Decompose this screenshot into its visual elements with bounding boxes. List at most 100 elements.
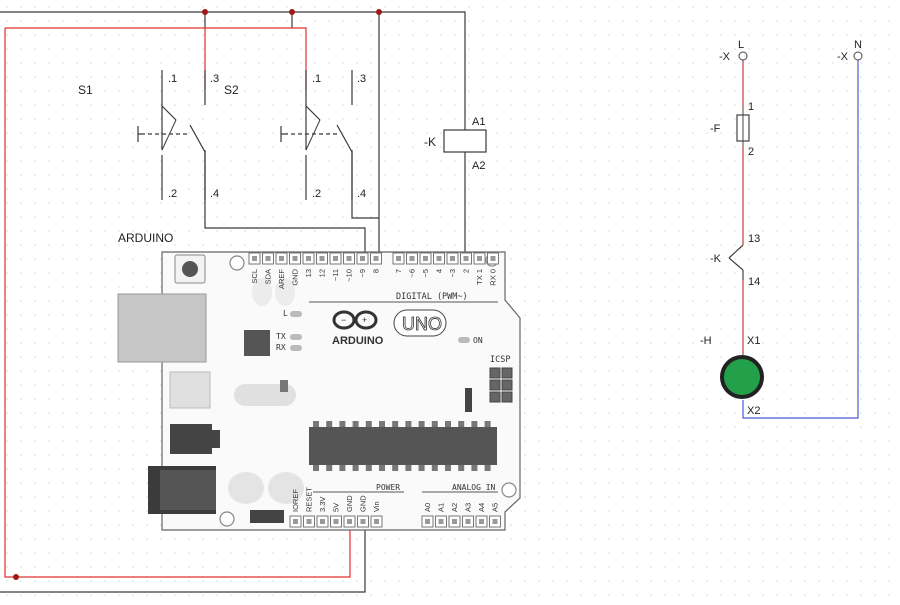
pin-label: A1	[437, 503, 446, 512]
capacitor	[268, 472, 304, 504]
mcu-pin	[326, 465, 333, 471]
icsp-pin	[501, 391, 513, 403]
uno-text: UNO	[402, 314, 442, 334]
silk-decor	[275, 278, 295, 306]
pin-label: ~5	[421, 269, 430, 278]
mcu-pin	[379, 465, 385, 471]
pin-label: 3.3V	[318, 497, 327, 512]
pin-label: GND	[345, 495, 354, 512]
mcu-pin	[445, 465, 451, 471]
pin-label: ~9	[358, 269, 367, 278]
mcu-pin	[484, 421, 491, 427]
power-header-label: POWER	[376, 483, 400, 492]
terminal-x-left-label: -X	[719, 51, 731, 63]
pin-label: A5	[491, 503, 500, 512]
microcontroller-pins	[313, 421, 491, 471]
pin-label: TX 1	[475, 269, 484, 285]
mcu-pin	[313, 421, 319, 427]
mcu-pin	[365, 421, 372, 427]
header-pin-hole	[306, 519, 312, 524]
logo-plus: +	[362, 315, 367, 325]
header-pin-hole	[409, 256, 415, 261]
mcu-pin	[445, 421, 451, 427]
smd-component	[280, 380, 288, 392]
pin-label: 8	[372, 269, 381, 273]
header-pin-hole	[465, 519, 471, 524]
pin-label: A2	[450, 503, 459, 512]
mcu-pin	[471, 465, 478, 471]
fuse-terminal-2: 2	[748, 146, 754, 158]
mount-hole	[219, 511, 235, 527]
mcu-pin	[418, 421, 425, 427]
header-pin-hole	[374, 519, 379, 524]
header-pin-hole	[436, 256, 442, 261]
header-pin-hole	[373, 256, 379, 261]
s1-label: S1	[78, 83, 93, 97]
header-pin-hole	[333, 256, 338, 261]
pin-label: GND	[291, 268, 300, 285]
header-pin-hole	[320, 519, 325, 524]
s1-terminal-4: .4	[210, 188, 219, 200]
mcu-pin	[339, 421, 346, 427]
switch-s2[interactable]	[280, 70, 353, 200]
mcu-pin	[458, 465, 465, 471]
header-pin-hole	[396, 256, 401, 261]
pin-label: 13	[304, 269, 313, 277]
relay-coil-label: -K	[424, 135, 436, 149]
switch-s1[interactable]	[137, 70, 206, 200]
mcu-pin	[405, 465, 412, 471]
pin-label: A4	[477, 503, 486, 512]
icsp-header	[489, 367, 513, 403]
led-l-label: L	[283, 309, 288, 318]
relay-contact[interactable]	[728, 244, 744, 280]
relay-coil[interactable]	[443, 129, 487, 153]
coil-terminal-a2: A2	[472, 160, 485, 172]
led-on	[458, 337, 470, 343]
contact-terminal-14: 14	[748, 276, 760, 288]
mcu-pin	[484, 465, 491, 471]
pin-label: ~3	[448, 269, 457, 278]
header-pin-hole	[292, 256, 298, 261]
pin-label: IOREF	[291, 489, 300, 512]
header-pin-hole	[492, 519, 498, 524]
s2-terminal-3: .3	[357, 73, 366, 85]
led-l	[290, 311, 302, 317]
digital-header-label: DIGITAL (PWM~)	[396, 292, 468, 302]
terminal-n-label: N	[854, 39, 862, 51]
arduino-label: ARDUINO	[118, 231, 173, 245]
header-pin-hole	[347, 519, 352, 524]
analog-header-label: ANALOG IN	[452, 483, 496, 492]
pin-label: 2	[462, 269, 471, 273]
icsp-pin	[501, 367, 513, 379]
mcu-pin	[405, 421, 412, 427]
icsp-pin	[489, 367, 501, 379]
pin-label: SDA	[264, 269, 273, 284]
s1-terminal-3: .3	[210, 73, 219, 85]
arduino-logo-icon	[332, 310, 378, 330]
reset-button-cap	[182, 261, 198, 277]
terminal-n[interactable]	[853, 51, 863, 61]
s2-terminal-2: .2	[312, 188, 321, 200]
header-pin-hole	[479, 519, 484, 524]
header-pin-hole	[265, 256, 271, 261]
voltage-regulator	[169, 371, 211, 409]
pin-label: ~6	[408, 269, 417, 278]
regulator-tab	[205, 430, 220, 448]
relay-contact-blade	[728, 257, 744, 271]
lamp-terminal-x2: X2	[747, 405, 760, 417]
header-pin-hole	[252, 256, 257, 261]
junction-dot	[289, 9, 295, 15]
terminal-l[interactable]	[738, 51, 748, 61]
icsp-label: ICSP	[490, 355, 510, 365]
mcu-pin	[418, 465, 425, 471]
header-pin-hole	[306, 256, 311, 261]
indicator-lamp[interactable]	[724, 359, 760, 395]
silk-decor	[252, 278, 272, 306]
s2-terminal-1: .1	[312, 73, 321, 85]
fuse-label: -F	[710, 123, 721, 135]
led-tx	[290, 334, 302, 340]
pin-label: AREF	[277, 269, 286, 289]
